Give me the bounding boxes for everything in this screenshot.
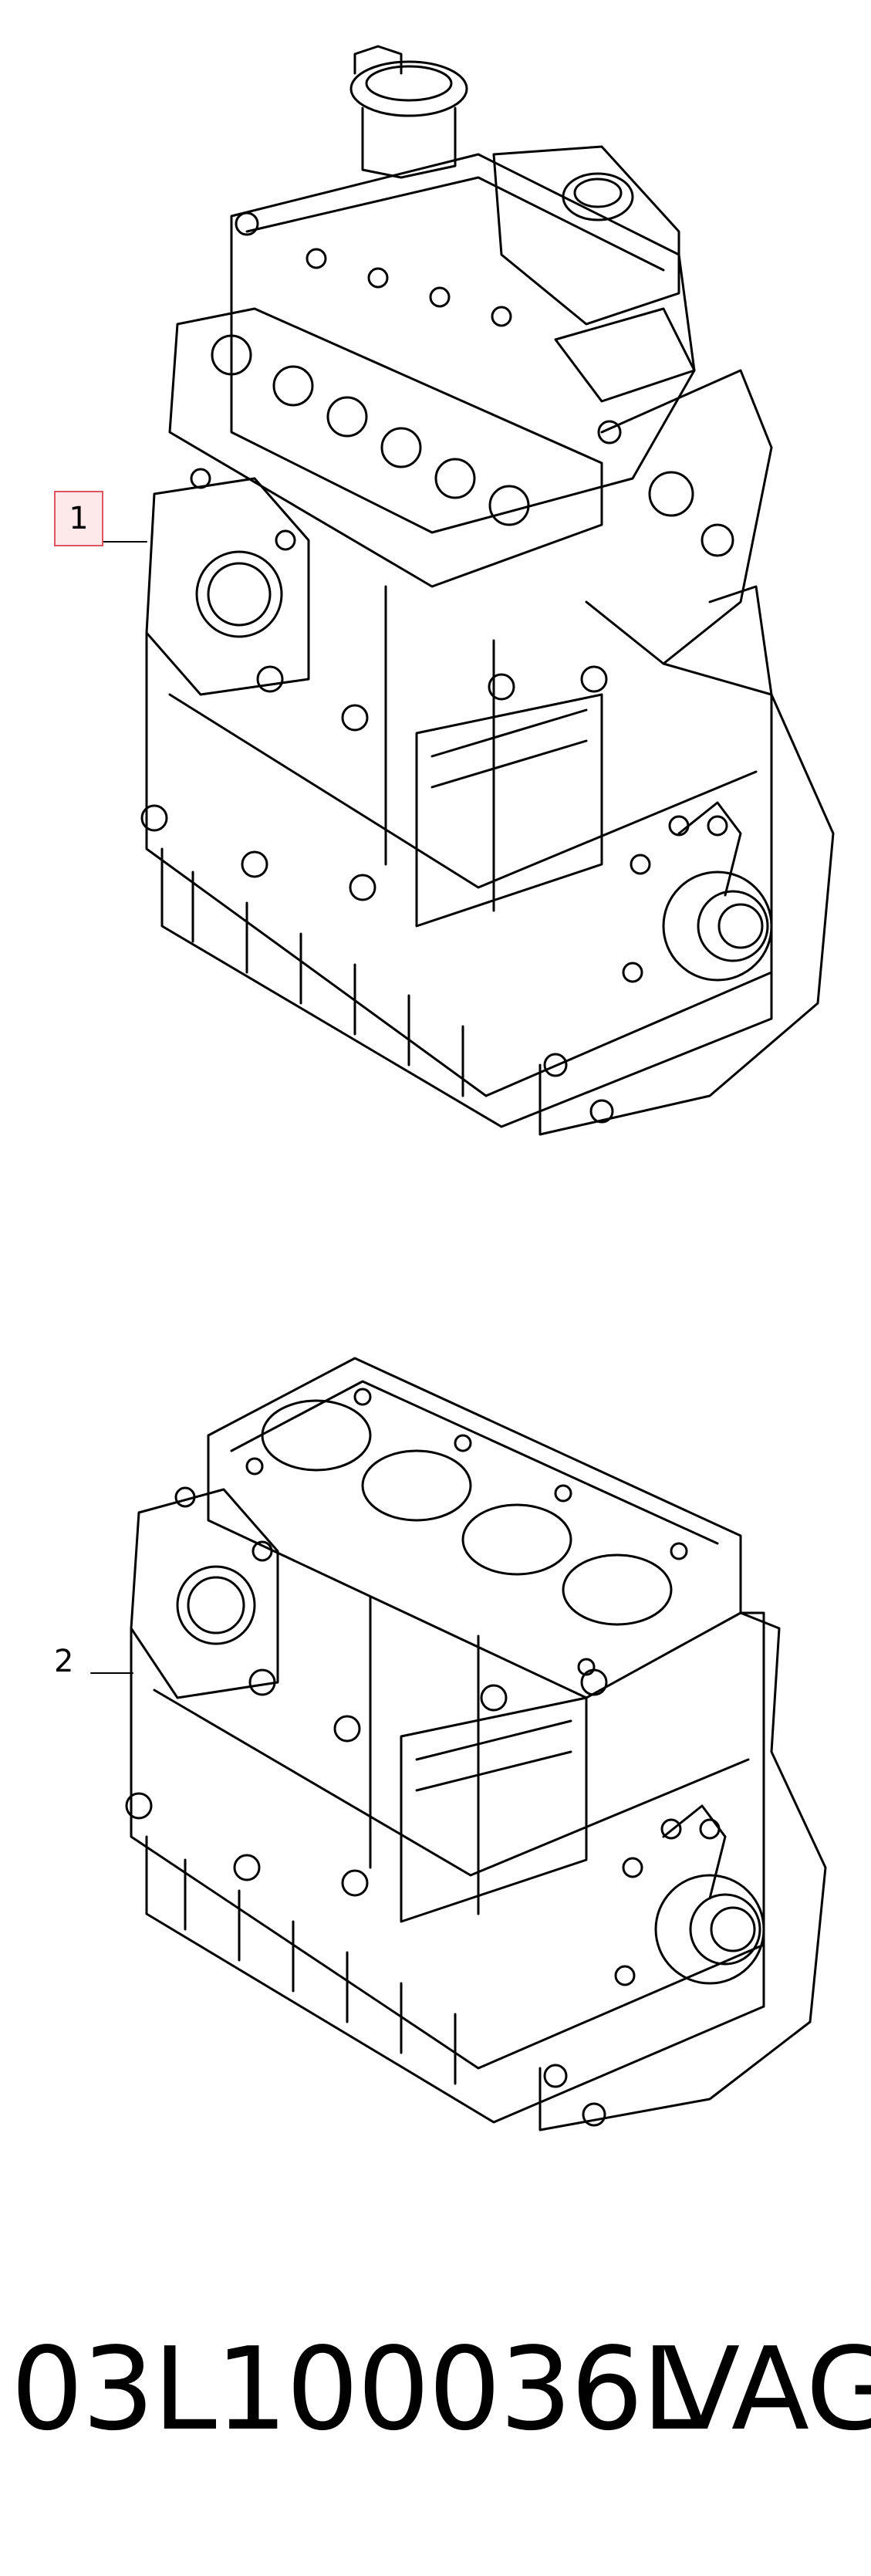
callout-item-2[interactable]: 2	[54, 1646, 73, 1677]
callout-item-1-label: 1	[69, 501, 89, 536]
footer: 03L100036L VAG	[0, 2323, 871, 2477]
brand-name: VAG	[662, 2323, 871, 2456]
complete-engine-illustration	[101, 45, 835, 1136]
callout-item-1[interactable]: 1	[54, 491, 103, 546]
part-number: 03L100036L	[11, 2323, 705, 2456]
short-block-illustration	[90, 1357, 827, 2131]
callout-item-2-label: 2	[54, 1644, 74, 1679]
